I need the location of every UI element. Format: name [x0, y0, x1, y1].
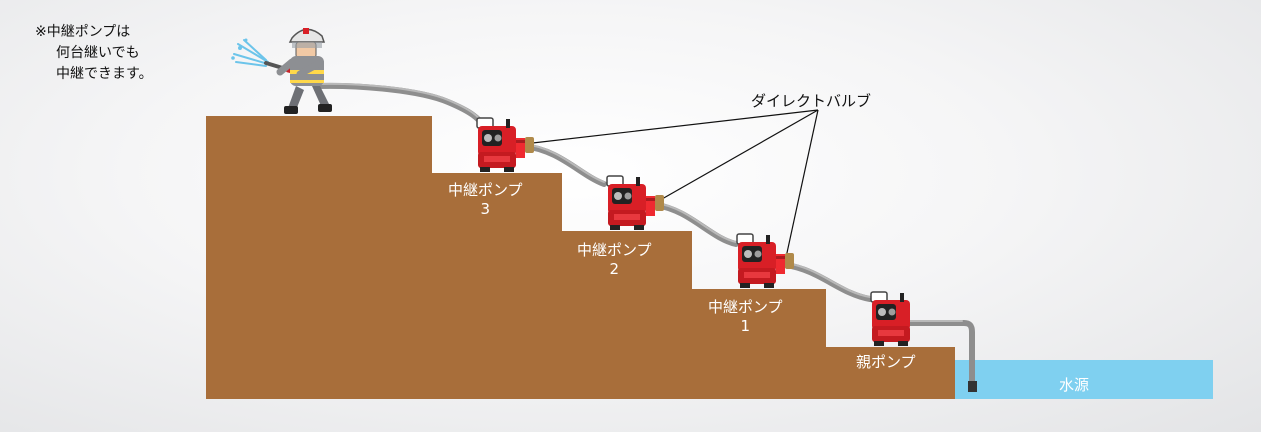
- relay-pump-3-name: 中継ポンプ: [448, 181, 523, 199]
- firefighter-figure: [231, 28, 332, 114]
- relay-pump-2-number: 2: [609, 260, 620, 278]
- main-pump-label: 親ポンプ: [856, 353, 916, 371]
- relay-pump-3-number: 3: [480, 200, 491, 218]
- relay-pump-1-number: 1: [740, 317, 751, 335]
- note-line-2: 何台継いでも: [56, 45, 140, 61]
- direct-valve-label: ダイレクトバルブ: [751, 92, 872, 110]
- relay-pump-3: [476, 117, 534, 172]
- relay-pump-2: [606, 175, 664, 230]
- relay-pump-2-name: 中継ポンプ: [577, 241, 652, 259]
- relay-pump-1: [736, 233, 794, 288]
- direct-valve-icon: [655, 195, 664, 211]
- relay-pump-1-label: 中継ポンプ 1: [708, 298, 783, 336]
- suction-strainer: [968, 381, 977, 392]
- valve-pointer-lines: [523, 109, 819, 263]
- main-pump: [870, 291, 910, 346]
- relay-pump-1-name: 中継ポンプ: [708, 298, 783, 316]
- relay-pump-2-label: 中継ポンプ 2: [577, 241, 652, 279]
- relay-note: ※中継ポンプは 何台継いでも 中継できます。: [35, 22, 153, 85]
- direct-valve-icon: [785, 253, 794, 269]
- water-source-label: 水源: [1059, 376, 1090, 394]
- note-line-3: 中継できます。: [56, 66, 153, 82]
- water-spray: [233, 39, 269, 67]
- relay-pump-3-label: 中継ポンプ 3: [448, 181, 523, 219]
- stairs: [206, 116, 955, 399]
- water-source-pool: [955, 360, 1213, 399]
- direct-valve-icon: [525, 137, 534, 153]
- note-line-1: ※中継ポンプは: [35, 24, 131, 40]
- hose-line: [315, 82, 975, 389]
